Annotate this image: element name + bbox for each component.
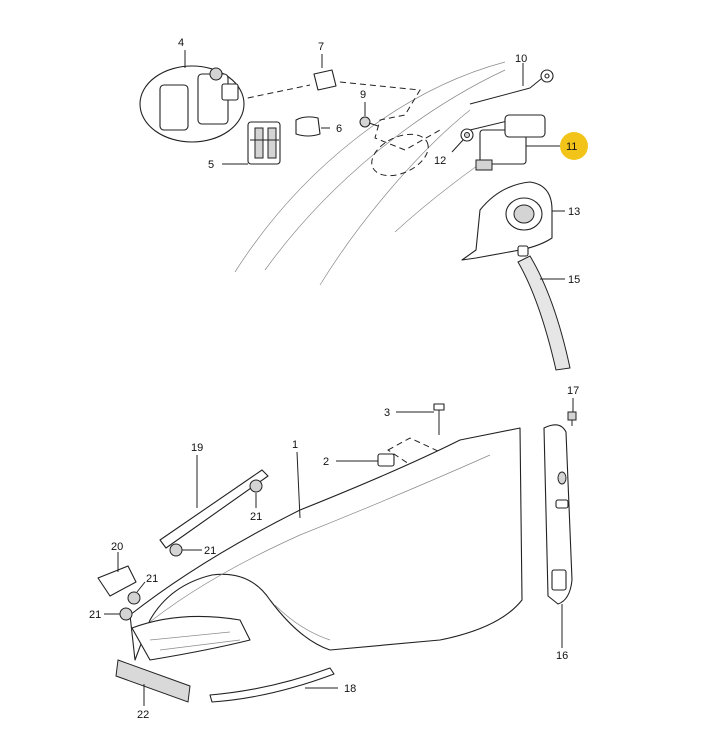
part-5-hinge-bracket [247, 121, 281, 165]
callout-18: 18 [344, 683, 356, 695]
callout-1: 1 [292, 439, 298, 451]
part-1-front-fender [129, 427, 523, 661]
callout-21-c: 21 [146, 573, 158, 585]
part-15-hose [517, 255, 571, 371]
part-16-inner-panel [543, 424, 573, 605]
part-13-filler-housing [461, 181, 553, 261]
part-2-nut-plate [377, 437, 441, 471]
callout-15: 15 [568, 274, 580, 286]
part-21-nut-d [119, 607, 133, 621]
callout-21-b: 21 [204, 545, 216, 557]
part-18-seal-strip [209, 667, 335, 703]
part-20-bracket [97, 565, 137, 597]
part-21-nut-a [249, 479, 263, 493]
part-11-actuator [469, 114, 546, 171]
part-6-clip [295, 116, 321, 137]
callout-16: 16 [556, 650, 568, 662]
callout-5: 5 [208, 159, 214, 171]
callout-11: 11 [566, 141, 577, 153]
body-contour-lines [234, 61, 506, 286]
part-10-release-cable [469, 69, 554, 105]
callout-labels: 4 7 10 9 6 5 12 11 13 15 17 3 2 1 19 21 … [89, 37, 580, 721]
highlight-marker-11 [560, 132, 588, 160]
leader-lines [104, 50, 574, 706]
callout-9: 9 [360, 89, 366, 101]
part-19-brace [159, 469, 269, 549]
callout-12: 12 [434, 155, 446, 167]
part-9-screw [359, 116, 379, 128]
part-3-bolt [433, 403, 445, 435]
callout-21-d: 21 [89, 609, 101, 621]
callout-17: 17 [567, 385, 579, 397]
callout-20: 20 [111, 541, 123, 553]
callout-10: 10 [515, 53, 527, 65]
part-7-cap [313, 69, 337, 91]
part-12-grommet [460, 128, 474, 142]
callout-13: 13 [568, 206, 580, 218]
callout-19: 19 [191, 442, 203, 454]
dashed-flap-outline [237, 81, 441, 151]
callout-7: 7 [318, 41, 324, 53]
callout-21-a: 21 [250, 511, 262, 523]
dashed-hinge-ellipse [371, 133, 429, 177]
part-21-nut-b [169, 543, 183, 557]
callout-3: 3 [384, 407, 390, 419]
part-22-liner-strip [115, 659, 191, 703]
part-21-nut-c [127, 591, 141, 605]
callout-6: 6 [336, 123, 342, 135]
callout-4: 4 [178, 37, 184, 49]
callout-2: 2 [323, 456, 329, 468]
part-4-fuel-flap [139, 65, 245, 143]
part-17-fastener [567, 411, 577, 426]
wheel-arch-inner [131, 615, 251, 661]
callout-22: 22 [137, 709, 149, 721]
